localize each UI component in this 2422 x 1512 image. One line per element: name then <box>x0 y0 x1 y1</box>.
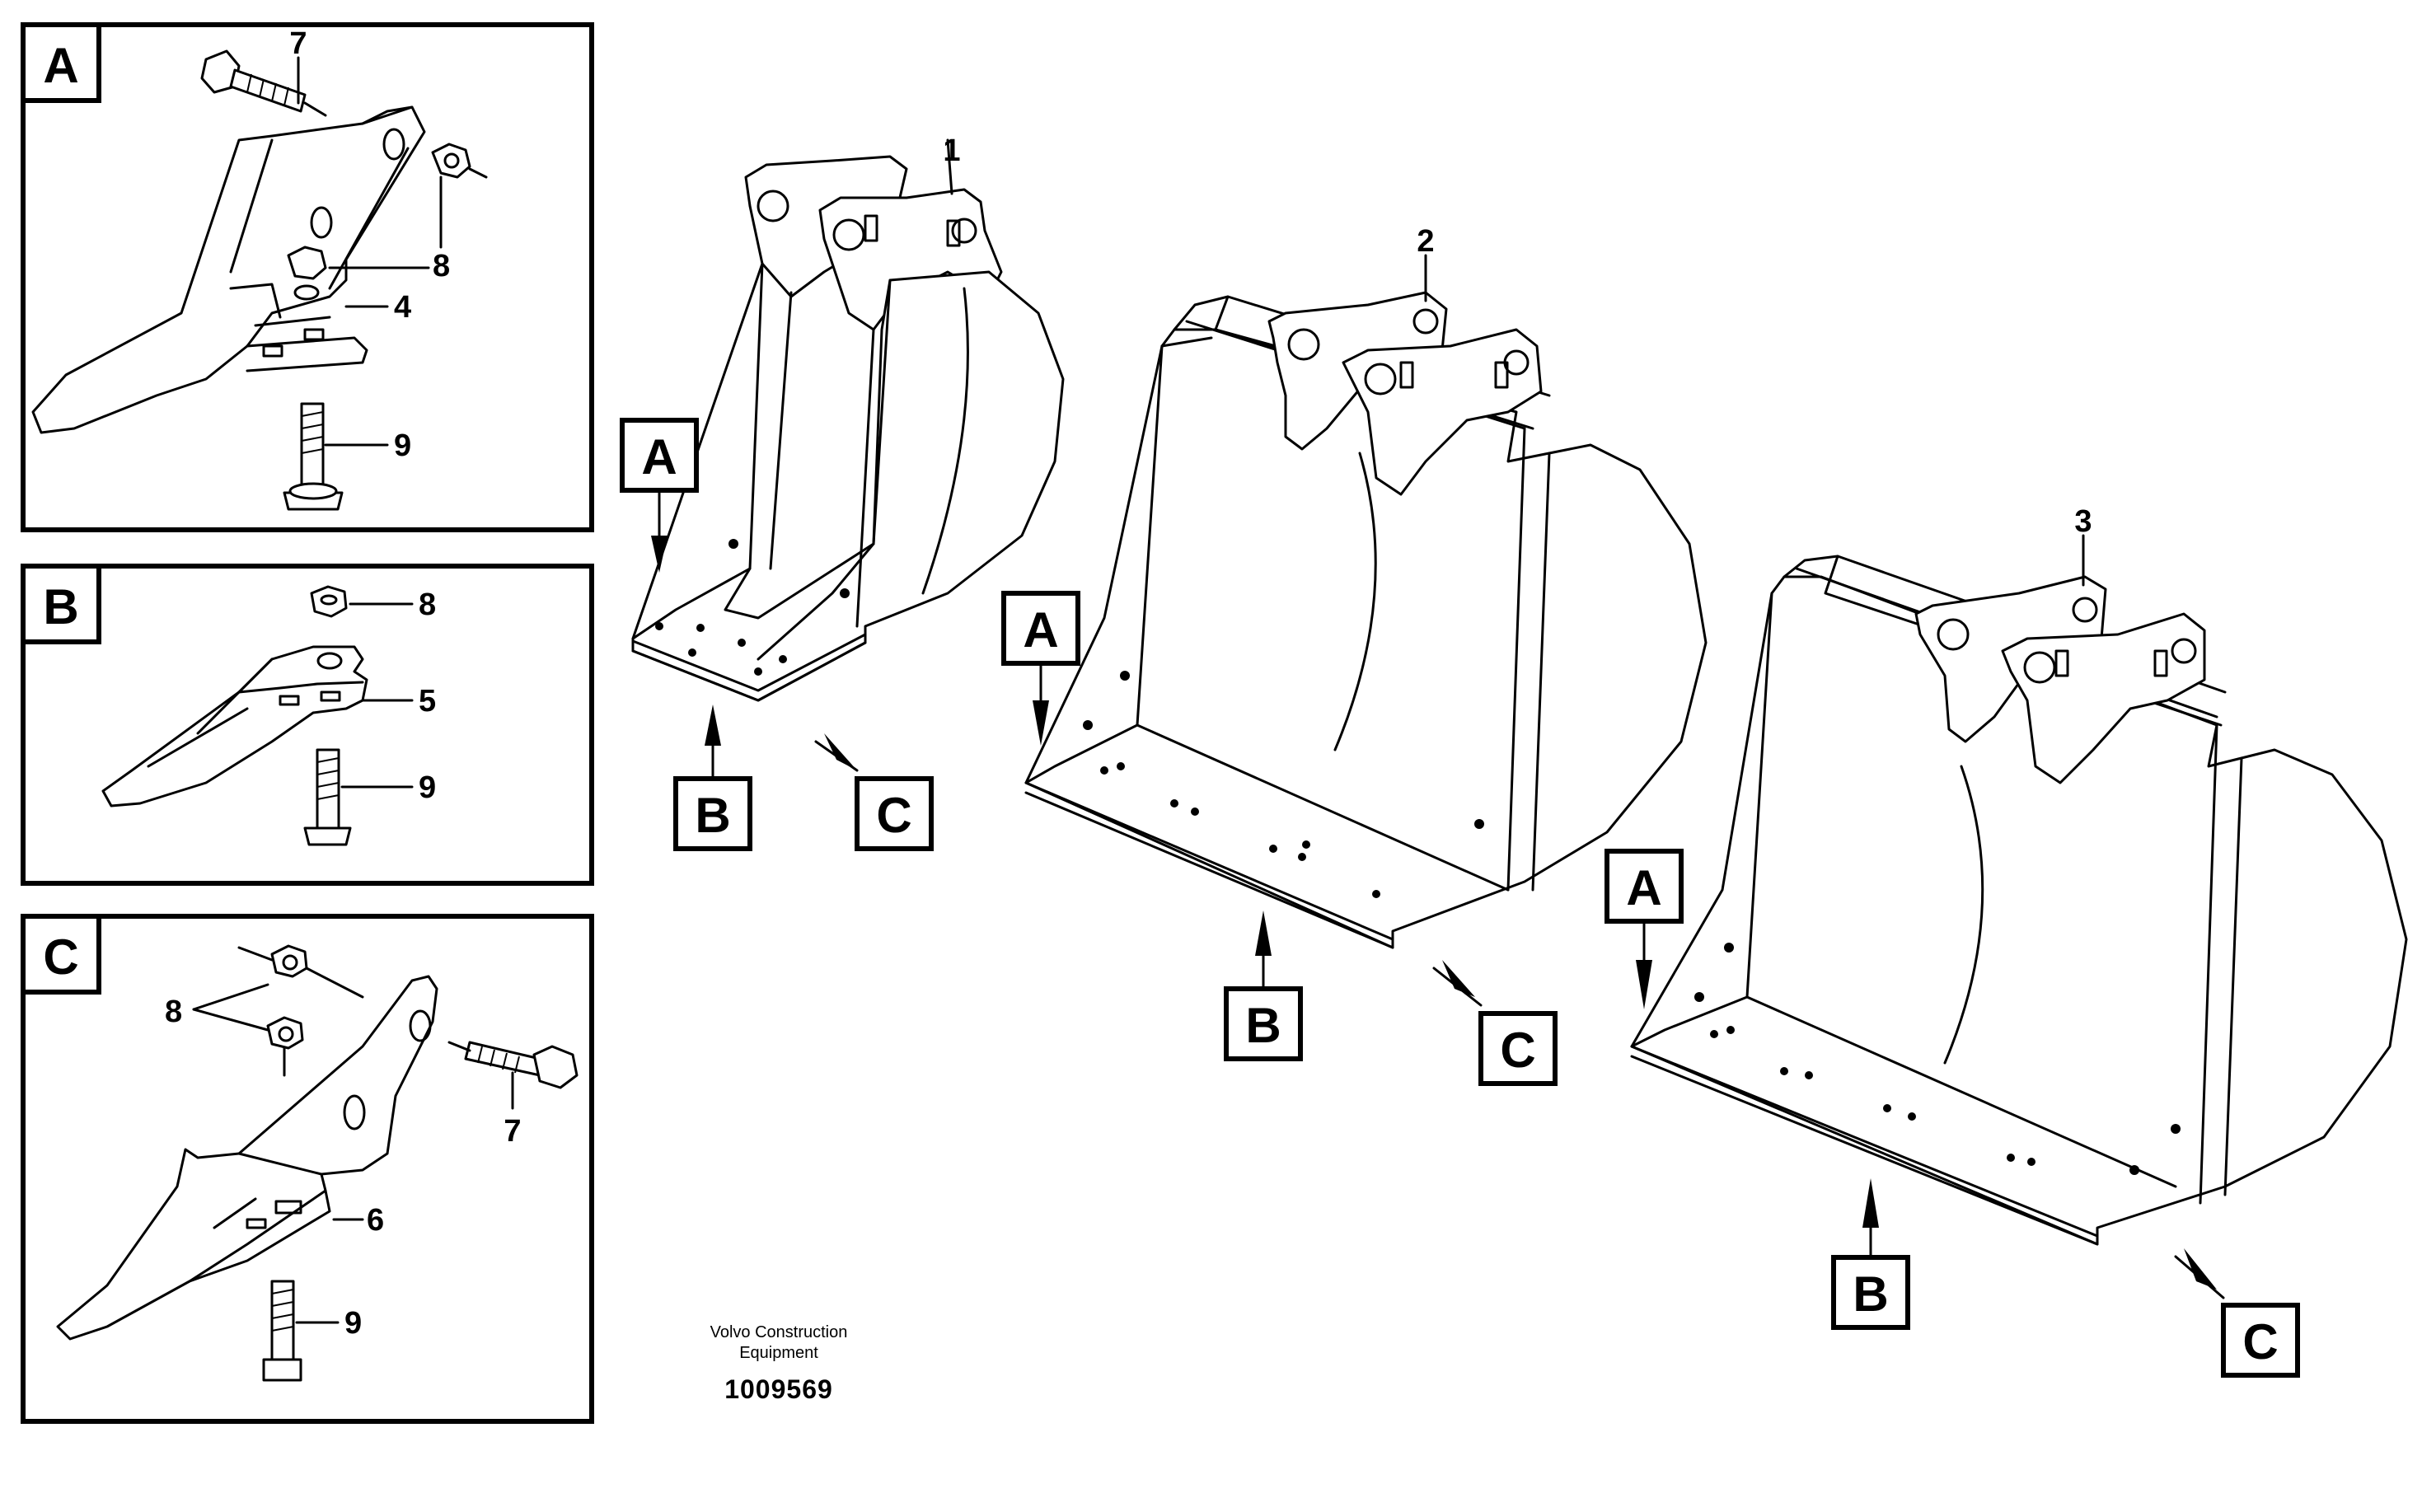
nut-icon <box>237 944 364 999</box>
bucket-3-tag-a: A <box>1605 849 1684 1009</box>
svg-text:B: B <box>1853 1266 1888 1322</box>
bucket-3-tag-b: B <box>1831 1178 1910 1330</box>
callout-5: 5 <box>419 684 436 719</box>
bucket-3: 3 <box>1630 504 2408 1246</box>
svg-text:C: C <box>876 788 911 843</box>
footer: Volvo Construction Equipment 1009569 <box>710 1323 848 1404</box>
callout-4: 4 <box>394 290 411 325</box>
bucket-2-tag-c: C <box>1432 960 1558 1086</box>
svg-text:C: C <box>2242 1314 2278 1369</box>
bolt-icon <box>283 402 344 511</box>
bucket-1-number: 1 <box>943 133 960 168</box>
adapter-tooth-c <box>56 975 438 1341</box>
callout-6: 6 <box>367 1203 384 1238</box>
document-number: 1009569 <box>724 1374 833 1404</box>
bucket-3-number: 3 <box>2074 504 2092 539</box>
bucket-1: 1 <box>631 133 1065 702</box>
panel-c-letter: C <box>43 929 78 985</box>
bucket-2-tag-a: A <box>1001 591 1080 746</box>
nut-icon <box>431 143 488 179</box>
nut-icon <box>287 246 327 301</box>
bucket-2: 2 <box>1024 224 1708 949</box>
callout-9: 9 <box>419 770 436 805</box>
panel-c: C <box>21 914 594 1424</box>
panel-a-letter-box <box>21 22 101 103</box>
bolt-icon <box>447 1041 579 1089</box>
panel-c-letter-box <box>21 914 101 995</box>
panel-a-frame <box>21 22 594 532</box>
bucket-1-tag-b: B <box>673 705 752 851</box>
panel-b-letter-box <box>21 564 101 644</box>
svg-text:B: B <box>1245 998 1281 1053</box>
svg-text:A: A <box>1023 602 1058 658</box>
nut-icon <box>310 585 348 618</box>
callout-7: 7 <box>289 26 307 61</box>
bucket-1-tag-a: A <box>620 418 699 573</box>
panel-b: B 8 5 9 <box>21 564 594 886</box>
svg-text:A: A <box>641 429 677 484</box>
bucket-2-tag-b: B <box>1224 910 1303 1061</box>
panel-c-frame <box>21 914 594 1424</box>
callout-9: 9 <box>344 1306 362 1341</box>
bolt-icon <box>303 748 352 846</box>
bucket-2-number: 2 <box>1417 224 1434 259</box>
svg-text:A: A <box>1626 860 1661 915</box>
callout-8: 8 <box>165 995 182 1029</box>
bolt-icon <box>262 1280 302 1382</box>
adapter-tooth-b <box>101 645 368 807</box>
adapter-tooth-a <box>31 105 426 434</box>
panel-b-letter: B <box>43 579 78 634</box>
callout-8: 8 <box>433 249 450 283</box>
svg-text:B: B <box>695 788 730 843</box>
callout-8: 8 <box>419 587 436 622</box>
panel-a: A <box>21 22 594 532</box>
panel-a-letter: A <box>43 38 78 93</box>
panel-b-frame <box>21 564 594 886</box>
nut-icon <box>266 1016 304 1050</box>
caption-line1: Volvo Construction <box>710 1323 848 1341</box>
bucket-1-tag-c: C <box>814 733 934 851</box>
svg-text:C: C <box>1500 1023 1535 1078</box>
bolt-icon <box>200 49 327 117</box>
callout-9: 9 <box>394 428 411 463</box>
bucket-3-tag-c: C <box>2174 1248 2300 1378</box>
callout-7: 7 <box>504 1114 521 1149</box>
caption-line2: Equipment <box>739 1344 818 1362</box>
